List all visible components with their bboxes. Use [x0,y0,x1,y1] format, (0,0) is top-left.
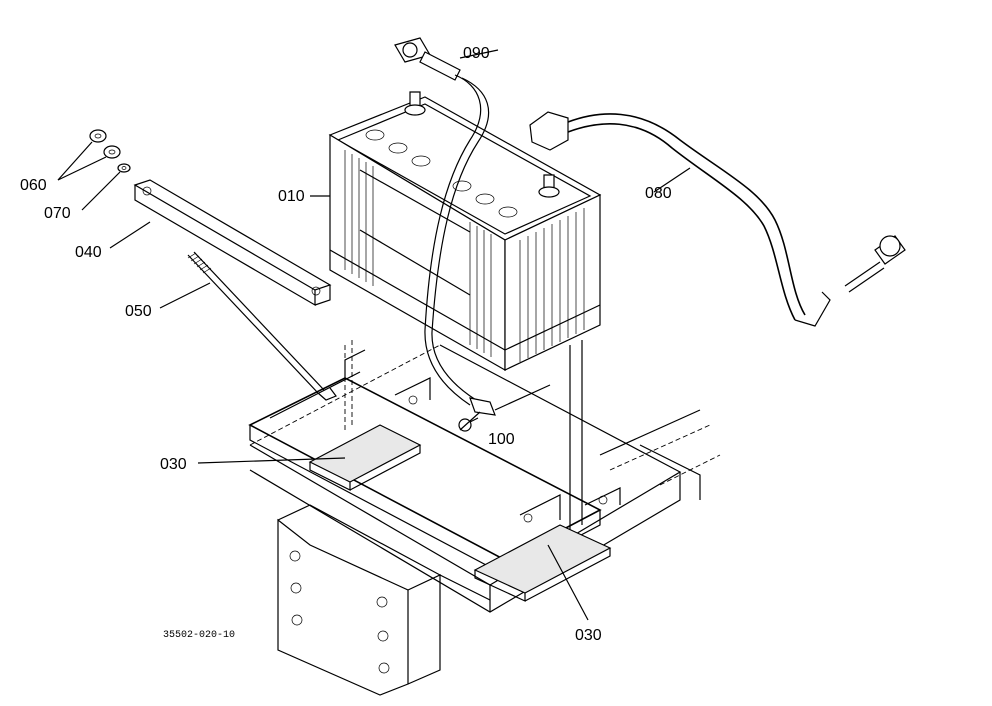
hold-down-bracket [133,179,332,307]
callout-040: 040 [75,244,102,261]
leader-lines [57,49,691,621]
chassis-frame [249,344,721,696]
callout-100: 100 [488,431,515,448]
callout-060: 060 [20,177,47,194]
washer [117,163,131,173]
nuts [89,129,121,159]
hook-bolt [187,251,337,401]
callout-010: 010 [278,188,305,205]
ground-bolt [458,384,551,432]
callout-030-right: 030 [575,627,602,644]
negative-terminal [394,37,490,406]
callout-050: 050 [125,303,152,320]
callout-080: 080 [645,185,672,202]
callout-070: 070 [44,205,71,222]
callout-030-left: 030 [160,456,187,473]
rubber-pad-left [308,424,422,491]
positive-cable [529,111,906,327]
battery [328,91,602,372]
rubber-pad-right [473,524,612,602]
callout-090: 090 [463,45,490,62]
drawing-code: 35502-020-10 [163,630,235,641]
